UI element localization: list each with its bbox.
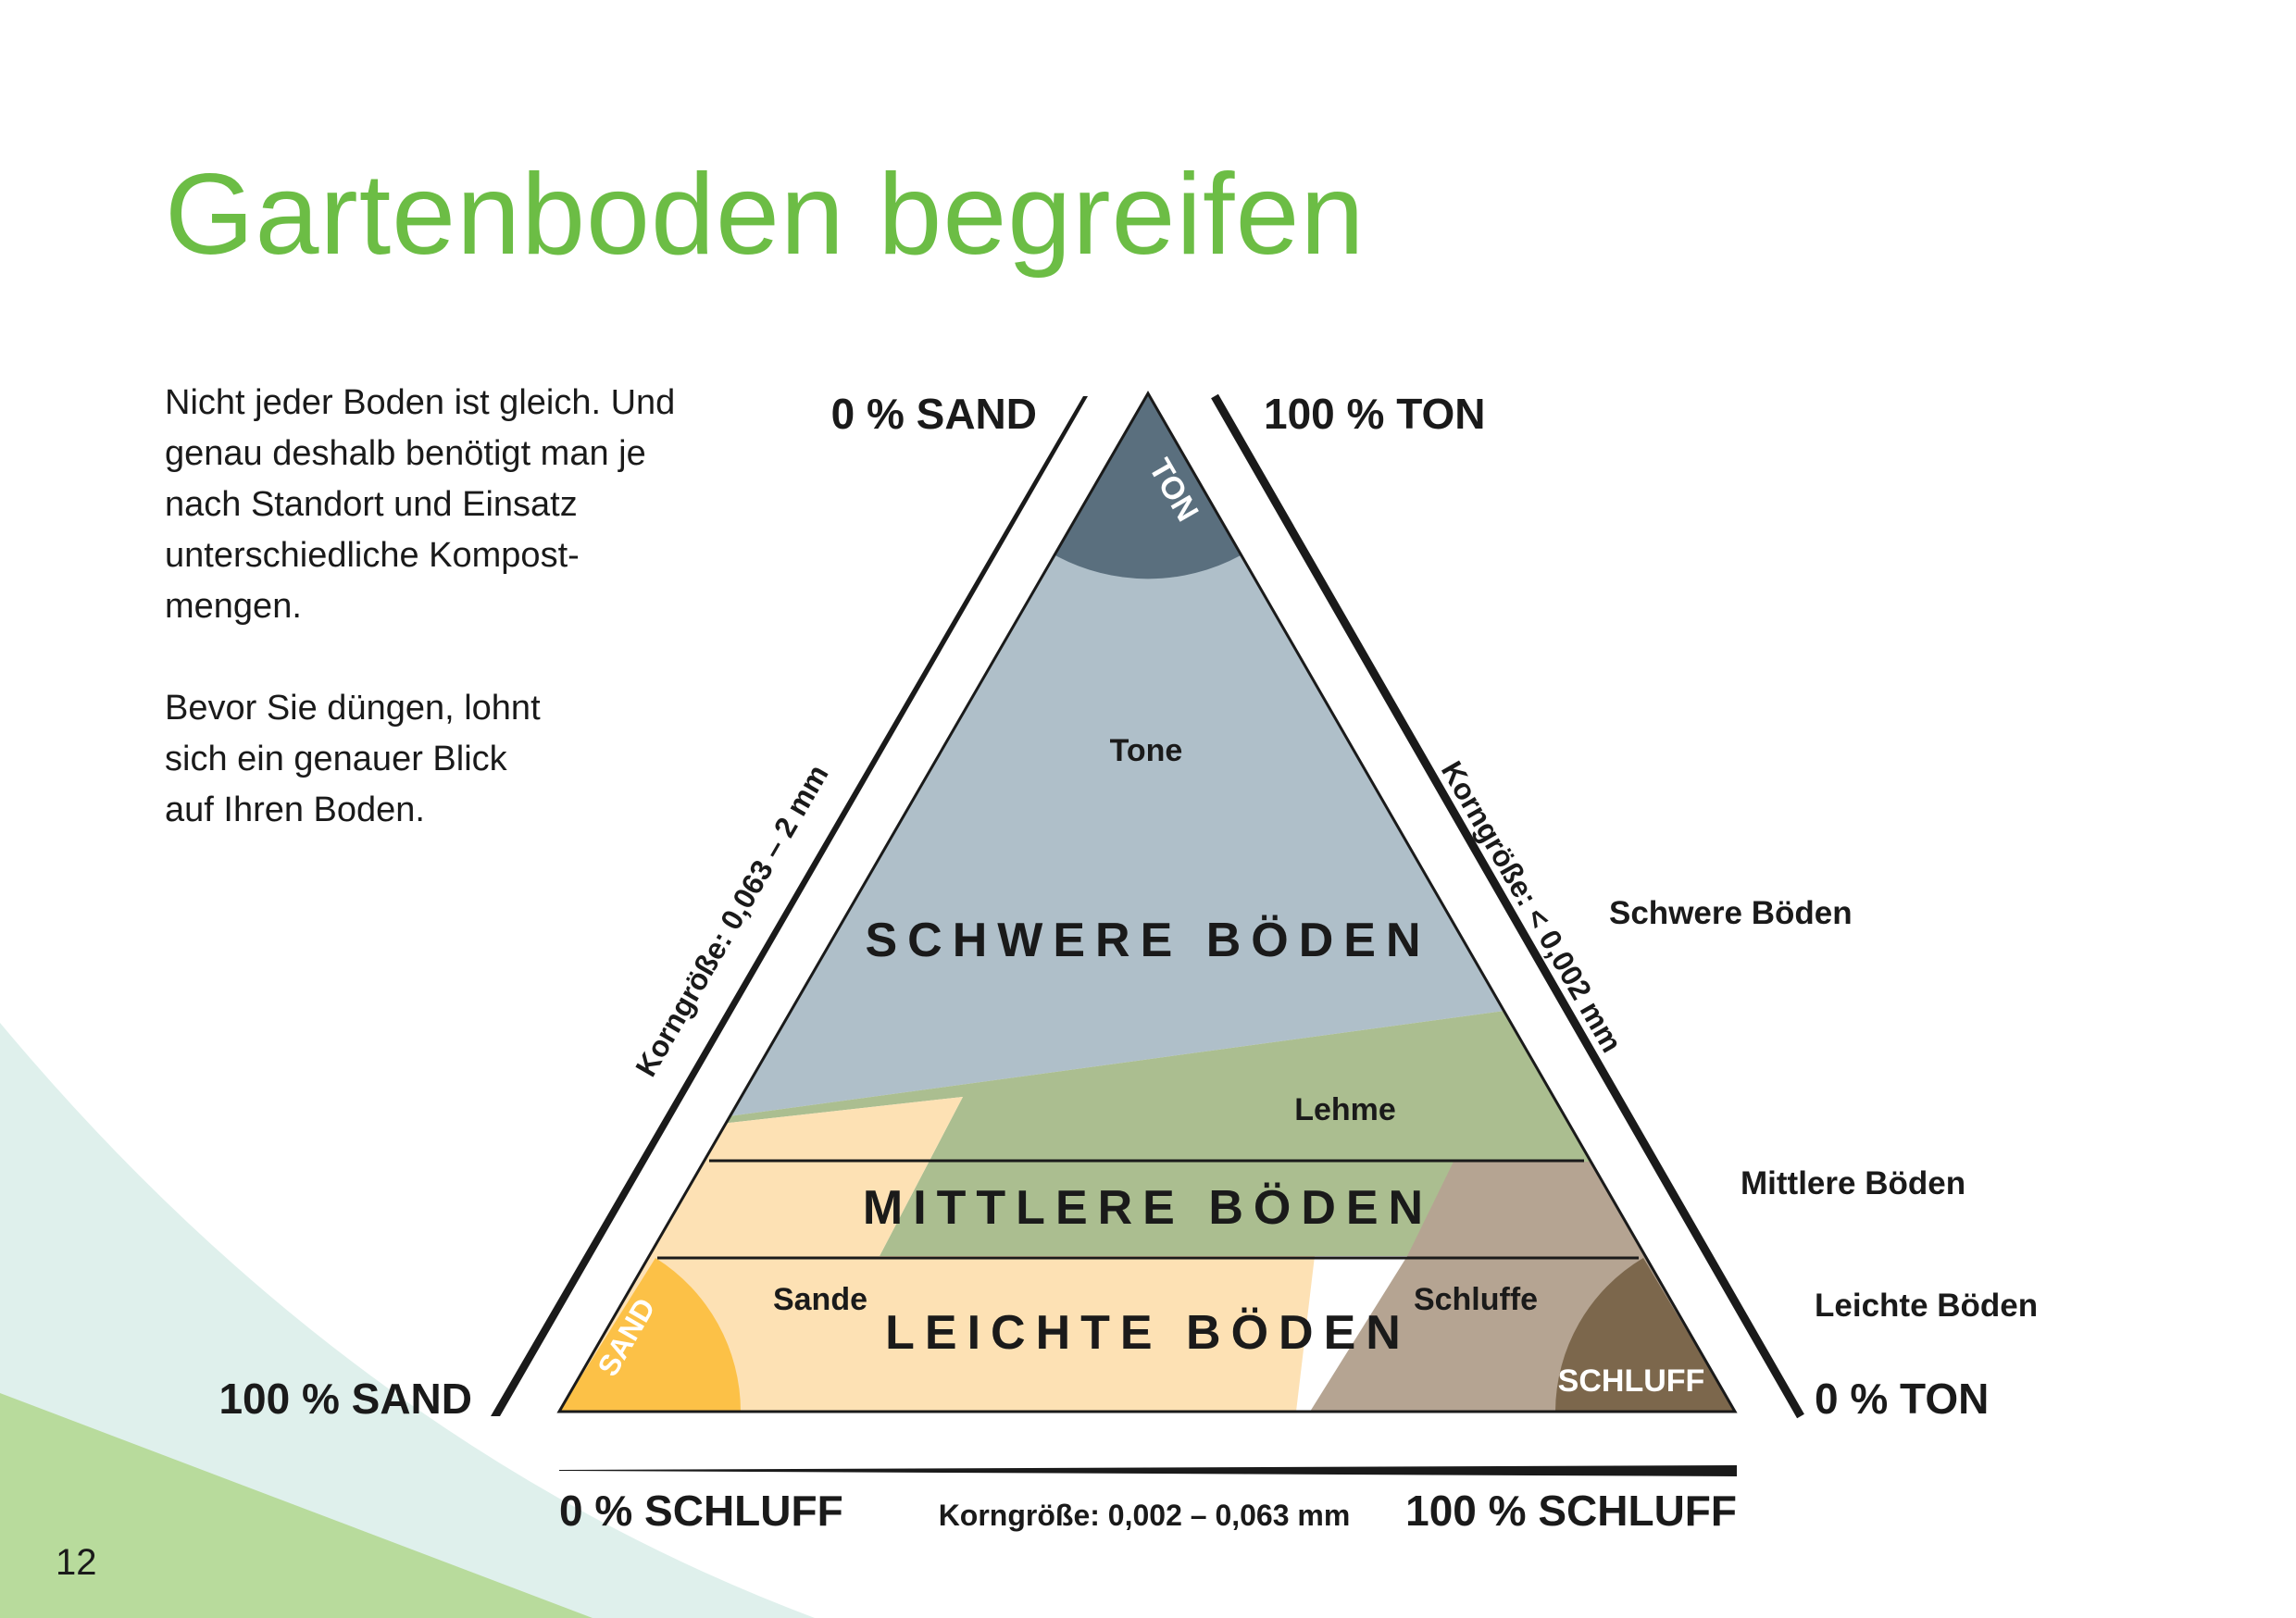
region-label-schluffe: Schluffe	[1414, 1282, 1538, 1317]
region-ton-corner	[1055, 393, 1241, 579]
band-label-light: LEICHTE BÖDEN	[885, 1306, 1411, 1360]
axis-lines	[491, 393, 1804, 1476]
legend-light: Leichte Böden	[1815, 1288, 2038, 1324]
legend-heavy: Schwere Böden	[1609, 895, 1853, 931]
page-title: Gartenboden begreifen	[165, 151, 1366, 279]
page-number: 12	[56, 1542, 97, 1583]
band-labels: SCHWERE BÖDEN MITTLERE BÖDEN LEICHTE BÖD…	[863, 914, 1433, 1360]
region-schluff-corner	[1555, 1258, 1735, 1412]
region-labels: Tone Lehme Sande Schluffe	[773, 733, 1538, 1317]
region-label-sande: Sande	[773, 1282, 867, 1317]
intro-text: Nicht jeder Boden ist gleich. Und genau …	[165, 383, 676, 829]
corner-tag-schluff: SCHLUFF	[1558, 1363, 1705, 1399]
band-label-medium: MITTLERE BÖDEN	[863, 1181, 1433, 1235]
label-top-right: 100 % TON	[1264, 390, 1485, 438]
label-bottom-axis-left: 0 % SCHLUFF	[559, 1487, 843, 1535]
background-mint-arc	[0, 1023, 815, 1618]
label-top-left: 0 % SAND	[831, 390, 1037, 438]
axis-line-bottom	[559, 1465, 1737, 1476]
region-sand-corner	[559, 1258, 741, 1412]
region-label-tone: Tone	[1110, 733, 1183, 768]
label-right: 0 % TON	[1815, 1375, 1989, 1423]
axis-line-left	[491, 396, 1088, 1416]
axis-label-bottom: Korngröße: 0,002 – 0,063 mm	[939, 1499, 1351, 1532]
region-label-lehme: Lehme	[1294, 1092, 1396, 1127]
label-bottom-axis-right: 100 % SCHLUFF	[1405, 1487, 1737, 1535]
triangle-outline	[556, 390, 1738, 1413]
axis-line-right	[1211, 393, 1804, 1419]
band-label-heavy: SCHWERE BÖDEN	[865, 914, 1430, 967]
legend: Schwere Böden Mittlere Böden Leichte Böd…	[1609, 895, 2038, 1324]
corner-labels: 0 % SAND 100 % TON 100 % SAND 0 % TON 0 …	[218, 390, 1989, 1535]
background-green-wedge	[0, 1393, 593, 1618]
legend-medium: Mittlere Böden	[1741, 1165, 1965, 1201]
label-bottom-left: 100 % SAND	[218, 1375, 472, 1423]
